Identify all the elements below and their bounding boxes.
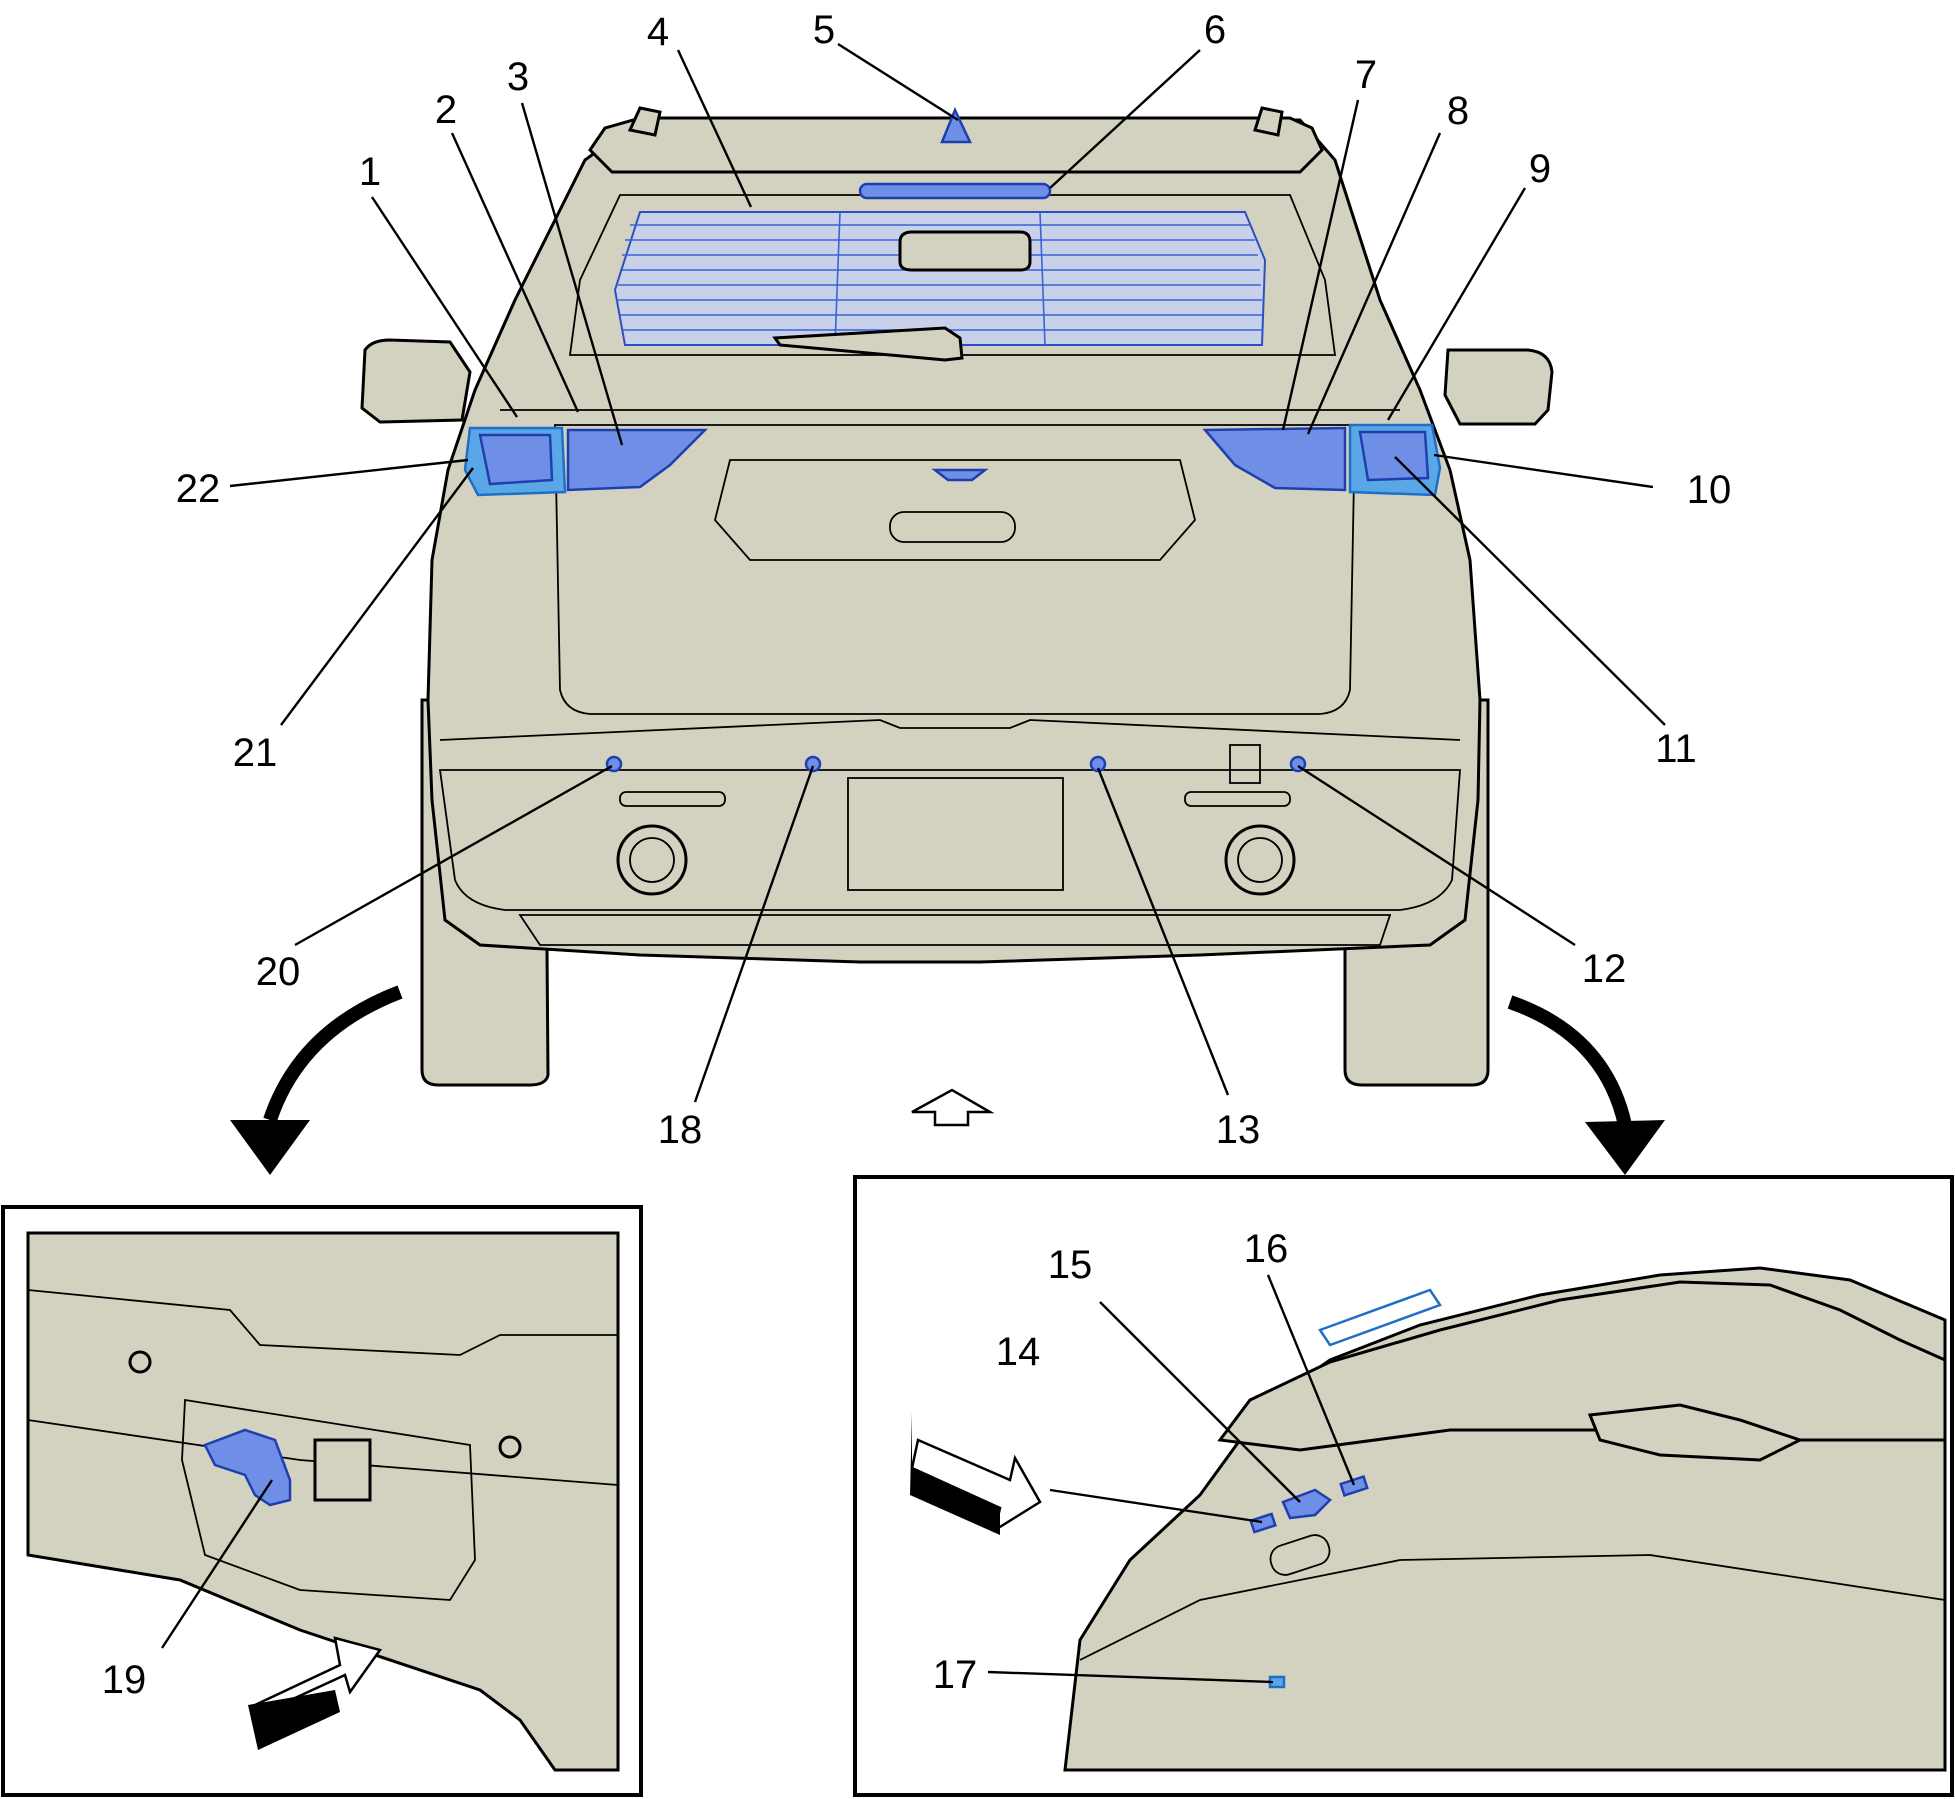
right-tail-lamp-inner (1358, 430, 1430, 482)
left-tail-lamp-inner (478, 433, 554, 486)
callout-19: 19 (102, 1658, 147, 1702)
rear-license-plate-area (847, 777, 1064, 891)
callout-15: 15 (1048, 1243, 1093, 1287)
upper-spoiler-closeup (1217, 1280, 1947, 1452)
callout-10: 10 (1687, 468, 1732, 512)
tail-lamp-closeup (1587, 1403, 1804, 1462)
right-detail-arrow (1507, 995, 1632, 1127)
left-rear-reflector (619, 791, 726, 807)
callout-21: 21 (233, 731, 278, 775)
roof-spoiler (588, 116, 1324, 174)
detail-view-arrow-right (910, 1412, 1042, 1535)
right-tail-lamp-assembly (1202, 423, 1442, 497)
right-exhaust-tip (1224, 824, 1296, 896)
liftgate-handle-closeup (1269, 1534, 1331, 1576)
callout-22: 22 (176, 467, 221, 511)
left-tail-lamp-assembly (463, 426, 709, 497)
high-mount-stop-lamp (858, 182, 1052, 200)
liftgate-window-frame (568, 194, 1337, 356)
bumper-crease (439, 719, 1461, 741)
callout-labels: 1 2 3 4 5 6 7 8 9 10 11 12 13 14 15 16 1… (102, 8, 1732, 1702)
parking-assist-sensor-left-inner (804, 755, 822, 773)
callout-16: 16 (1244, 1227, 1289, 1271)
callout-9: 9 (1529, 147, 1551, 191)
left-detail-arrowhead (230, 1120, 310, 1175)
callout-11: 11 (1655, 727, 1697, 771)
bumper-sensor-hole-left (128, 1350, 152, 1374)
right-roof-rail (1253, 106, 1284, 137)
rear-bumper-fascia (438, 769, 1461, 911)
bumper-upper-crease (27, 1289, 618, 1356)
callout-5: 5 (813, 8, 835, 52)
left-exhaust-tip (616, 824, 688, 896)
bumper-lower-crease (27, 1419, 619, 1486)
rear-wiper (772, 326, 964, 362)
detail-view-arrow-left (248, 1636, 383, 1750)
trailer-connector-detail-view (1, 1205, 643, 1797)
inside-rearview-mirror (898, 230, 1032, 272)
liftgate-handle (889, 511, 1016, 543)
liftgate-lower-line (1079, 1554, 1946, 1661)
vehicle-rear-view (360, 106, 1554, 1087)
right-detail-arrowhead (1585, 1120, 1665, 1175)
left-roof-rail (627, 106, 662, 137)
callout-8: 8 (1447, 89, 1469, 133)
callout-17: 17 (933, 1653, 978, 1697)
liftgate-release-switch-left (1249, 1512, 1277, 1534)
callout-18: 18 (658, 1108, 703, 1152)
underbody (518, 914, 1392, 946)
right-rear-reflector (1184, 791, 1291, 807)
rear-view-camera (1281, 1488, 1332, 1520)
bumper-sensor-bracket (1229, 744, 1261, 784)
callout-4: 4 (647, 10, 669, 54)
trailer-hitch-receiver (313, 1438, 372, 1502)
license-recess (714, 459, 1196, 561)
liftgate-panel (554, 424, 1356, 715)
chmsl-closeup (1318, 1288, 1442, 1347)
liftgate-switch-detail-view (853, 1175, 1954, 1797)
rear-window-glass (613, 211, 1267, 346)
view-direction-arrow (911, 1088, 995, 1127)
callout-2: 2 (435, 88, 457, 132)
callout-7: 7 (1355, 53, 1377, 97)
callout-14: 14 (996, 1330, 1041, 1374)
hitch-opening (181, 1398, 476, 1601)
roof-antenna (940, 106, 972, 144)
right-outside-mirror (1443, 348, 1554, 426)
callout-13: 13 (1216, 1108, 1261, 1152)
leader-lines (160, 42, 1666, 1684)
left-liftgate-lamp (566, 428, 709, 492)
callout-20: 20 (256, 950, 301, 994)
brand-emblem (931, 468, 989, 482)
left-outside-mirror (360, 338, 472, 424)
callout-3: 3 (507, 55, 529, 99)
bumper-sensor-hole-right (498, 1435, 522, 1459)
right-liftgate-lamp (1202, 426, 1347, 492)
callout-1: 1 (359, 150, 381, 194)
callout-12: 12 (1582, 947, 1627, 991)
left-detail-arrow (263, 985, 403, 1123)
callout-6: 6 (1204, 8, 1226, 52)
